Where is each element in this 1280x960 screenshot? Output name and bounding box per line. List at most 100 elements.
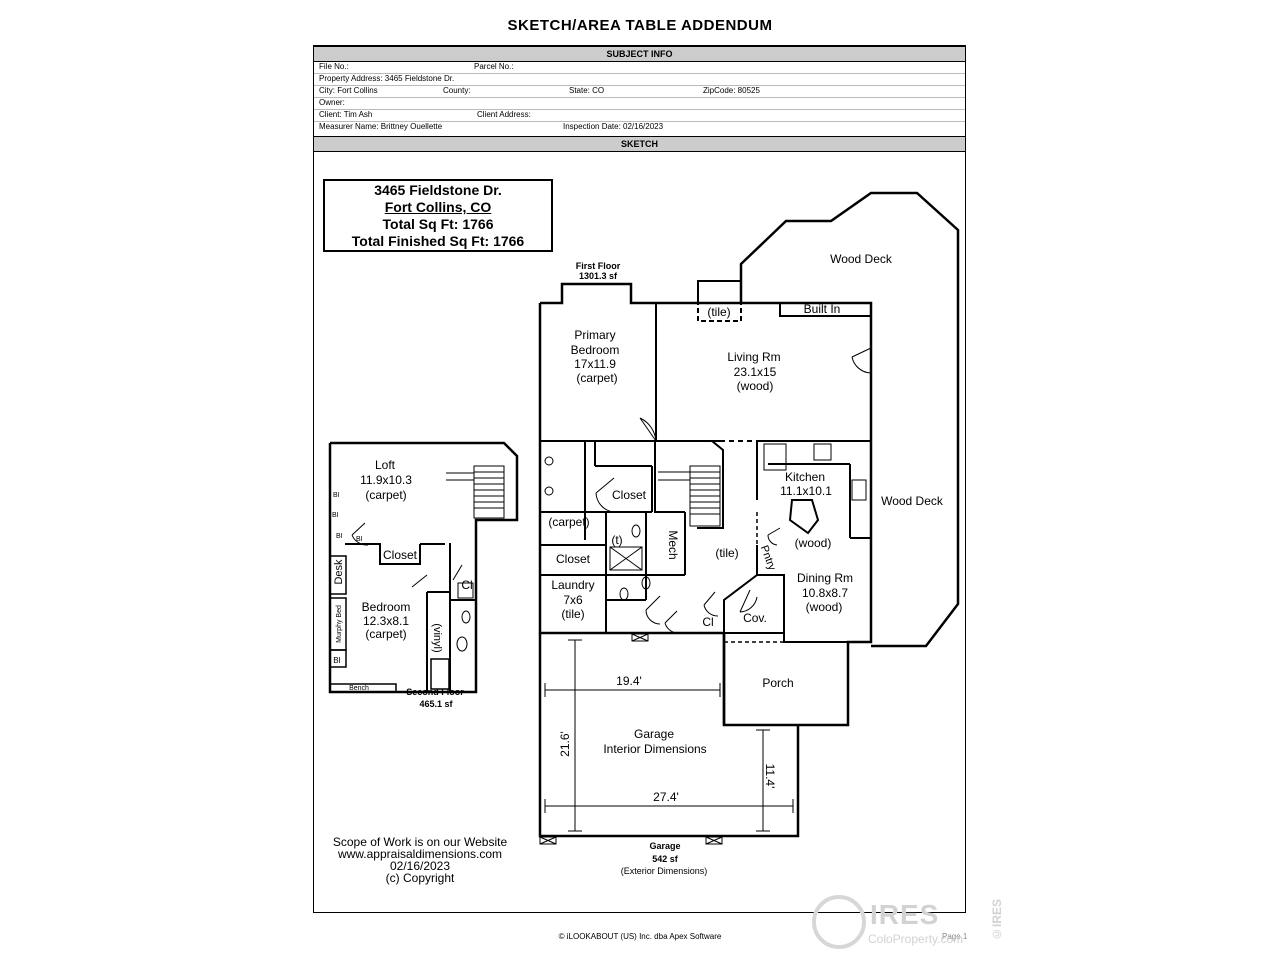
bedroom-label-1: Bedroom xyxy=(362,600,411,614)
property-title-box: 3465 Fieldstone Dr. Fort Collins, CO Tot… xyxy=(323,179,553,252)
scope-website[interactable]: www.appraisaldimensions.com xyxy=(337,847,503,861)
dining-label-1: Dining Rm xyxy=(797,571,853,585)
vinyl-label: (vinyl) xyxy=(431,623,443,652)
second-floor-outline xyxy=(328,441,519,694)
scope-copyright: (c) Copyright xyxy=(385,871,455,885)
interior-wall xyxy=(654,441,685,513)
cl-first-label: Cl xyxy=(702,615,713,629)
fireplace xyxy=(697,280,742,304)
bedroom-label-3: (carpet) xyxy=(365,627,406,641)
tile-hall-label: (tile) xyxy=(715,546,738,560)
scope-of-work: Scope of Work is on our Website www.appr… xyxy=(300,836,540,884)
dim-21-6: 21.6' xyxy=(558,731,572,757)
info-row-city: City: Fort Collins County: State: CO Zip… xyxy=(314,85,965,98)
t-label: (t) xyxy=(611,533,622,547)
desk xyxy=(329,555,347,595)
measurer: Measurer Name: Brittney Ouellette xyxy=(319,122,443,131)
kitchen-island xyxy=(788,499,820,535)
dim-11-4: 11.4' xyxy=(763,764,777,789)
zipcode: ZipCode: 80525 xyxy=(703,86,760,95)
interior-wall xyxy=(723,545,758,633)
client-address: Client Address: xyxy=(477,110,531,119)
primary-label-4: (carpet) xyxy=(576,371,617,385)
kitchen-wood-label: (wood) xyxy=(795,536,832,550)
closet-loft-label: Closet xyxy=(383,548,418,562)
laundry-label-2: 7x6 xyxy=(563,593,583,607)
murphy-bed-label: Murphy Bed xyxy=(336,605,343,643)
kitchen-label-1: Kitchen xyxy=(785,470,825,484)
built-in-label: Built In xyxy=(804,302,841,316)
title-total-sqft: Total Sq Ft: 1766 xyxy=(382,216,494,232)
bi-label-bottom: BI xyxy=(333,656,341,665)
dining-label-3: (wood) xyxy=(806,600,843,614)
first-floor-label: First Floor xyxy=(576,261,621,271)
stair-wall xyxy=(697,440,724,529)
client: Client: Tim Ash xyxy=(319,110,373,119)
garage-note: (Exterior Dimensions) xyxy=(621,866,708,876)
info-row-client: Client: Tim Ash Client Address: xyxy=(314,109,965,122)
fixtures xyxy=(456,443,867,652)
laundry-label-3: (tile) xyxy=(561,607,584,621)
garage-label-1: Garage xyxy=(634,727,674,741)
pantry-label: Pntry xyxy=(758,544,778,573)
living-label-1: Living Rm xyxy=(727,350,780,364)
mech-label: Mech xyxy=(666,530,680,559)
info-row-owner: Owner: xyxy=(314,97,965,110)
info-row-address: Property Address: 3465 Fieldstone Dr. xyxy=(314,73,965,86)
state: State: CO xyxy=(569,86,605,95)
primary-label-3: 17x11.9 xyxy=(574,357,616,371)
scope-date: 02/16/2023 xyxy=(389,859,451,873)
wood-deck-right-label: Wood Deck xyxy=(881,494,944,508)
info-row-measurer: Measurer Name: Brittney Ouellette Inspec… xyxy=(314,121,965,133)
bathtub xyxy=(430,658,450,690)
door-swings xyxy=(351,347,872,634)
bedroom-label-2: 12.3x8.1 xyxy=(363,614,409,628)
loft-label-1: Loft xyxy=(375,458,396,472)
cl-second-label: Cl xyxy=(461,578,472,592)
garage-area: 542 sf xyxy=(652,854,679,864)
bi-label-3: BI xyxy=(336,533,343,540)
ires-watermark: IRES ColoProperty.com ©IRES xyxy=(812,895,1012,953)
scope-line-1: Scope of Work is on our Website xyxy=(332,835,508,849)
ires-logo-icon xyxy=(812,895,866,949)
ires-site: ColoProperty.com xyxy=(868,932,964,946)
closet-a-label: Closet xyxy=(612,488,647,502)
porch-label: Porch xyxy=(762,676,793,690)
dimension-lines xyxy=(544,639,794,832)
county: County: xyxy=(443,86,471,95)
dining-label-2: 10.8x8.7 xyxy=(802,586,848,600)
fireplace-tile-label: (tile) xyxy=(707,305,730,319)
title-address: 3465 Fieldstone Dr. xyxy=(374,182,502,198)
stairs-second-floor xyxy=(446,465,505,519)
dim-27-4: 27.4' xyxy=(653,790,679,804)
garage-floor-label: Garage xyxy=(649,841,680,851)
closet-b-label: Closet xyxy=(556,552,591,566)
sketch-header: SKETCH xyxy=(314,136,965,152)
built-in xyxy=(779,302,872,317)
kitchen-label-2: 11.1x10.1 xyxy=(780,484,832,498)
first-floor-area: 1301.3 sf xyxy=(579,271,618,281)
page-number: Page 1 xyxy=(942,932,968,941)
interior-wall xyxy=(757,574,848,643)
desk-label: Desk xyxy=(333,559,345,585)
property-address: Property Address: 3465 Fieldstone Dr. xyxy=(319,74,455,83)
primary-label-2: Bedroom xyxy=(571,343,620,357)
built-in xyxy=(329,649,347,668)
garage-outline xyxy=(538,633,800,838)
title-city: Fort Collins, CO xyxy=(384,199,492,215)
page-title: SKETCH/AREA TABLE ADDENDUM xyxy=(507,17,773,34)
owner: Owner: xyxy=(319,98,345,107)
inspection-date: Inspection Date: 02/16/2023 xyxy=(563,122,664,131)
living-label-2: 23.1x15 xyxy=(734,365,777,379)
living-label-3: (wood) xyxy=(737,379,774,393)
cov-label: Cov. xyxy=(743,611,767,625)
bi-label-2: BI xyxy=(332,512,339,519)
city: City: Fort Collins xyxy=(319,86,378,95)
bi-label-4: BI xyxy=(356,536,363,543)
primary-label-1: Primary xyxy=(574,328,615,342)
addendum-frame xyxy=(313,45,966,913)
bi-label-1: BI xyxy=(333,492,340,499)
second-floor-label: Second Floor xyxy=(406,687,464,697)
carpet-hall-label: (carpet) xyxy=(548,515,589,529)
loft-label-3: (carpet) xyxy=(365,488,406,502)
